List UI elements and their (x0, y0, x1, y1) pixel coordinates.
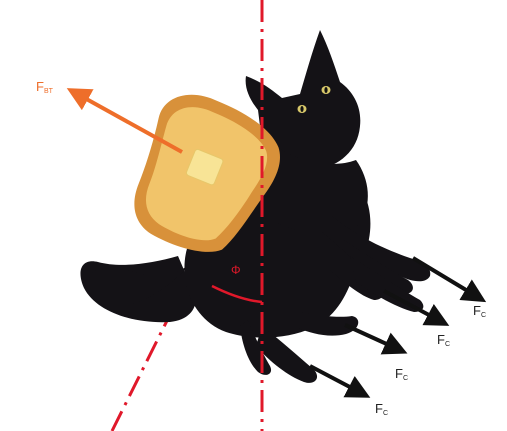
force-subscript: C (402, 375, 409, 382)
force-subscript: C (480, 312, 487, 319)
force-subscript: BT (43, 88, 53, 95)
cat-force-label-4: FC (375, 402, 388, 417)
phi-angle-label: Φ (231, 264, 241, 276)
cat-force-arrow-4 (309, 364, 371, 398)
cat-eyes-icon (297, 86, 331, 113)
cat-force-arrow-1 (411, 256, 487, 303)
cat-force-label-3: FC (395, 367, 408, 382)
force-subscript: C (444, 341, 451, 348)
cat-force-arrow-3 (344, 323, 408, 355)
butter-pat-icon (185, 148, 224, 186)
force-symbol: F (437, 332, 445, 347)
cat-force-arrow-2 (383, 289, 450, 326)
buttered-toast-force-arrow (66, 88, 183, 154)
force-symbol: F (395, 366, 403, 381)
phi-symbol: Φ (231, 263, 241, 277)
force-symbol: F (473, 303, 481, 318)
buttered-toast-force-label: FBT (36, 80, 53, 95)
force-symbol: F (375, 401, 383, 416)
phi-angle-arc (211, 284, 263, 304)
cat-force-label-2: FC (437, 333, 450, 348)
cat-force-label-1: FC (473, 304, 486, 319)
force-subscript: C (382, 410, 389, 417)
buttered-toast-icon (134, 94, 280, 252)
force-symbol: F (36, 79, 44, 94)
